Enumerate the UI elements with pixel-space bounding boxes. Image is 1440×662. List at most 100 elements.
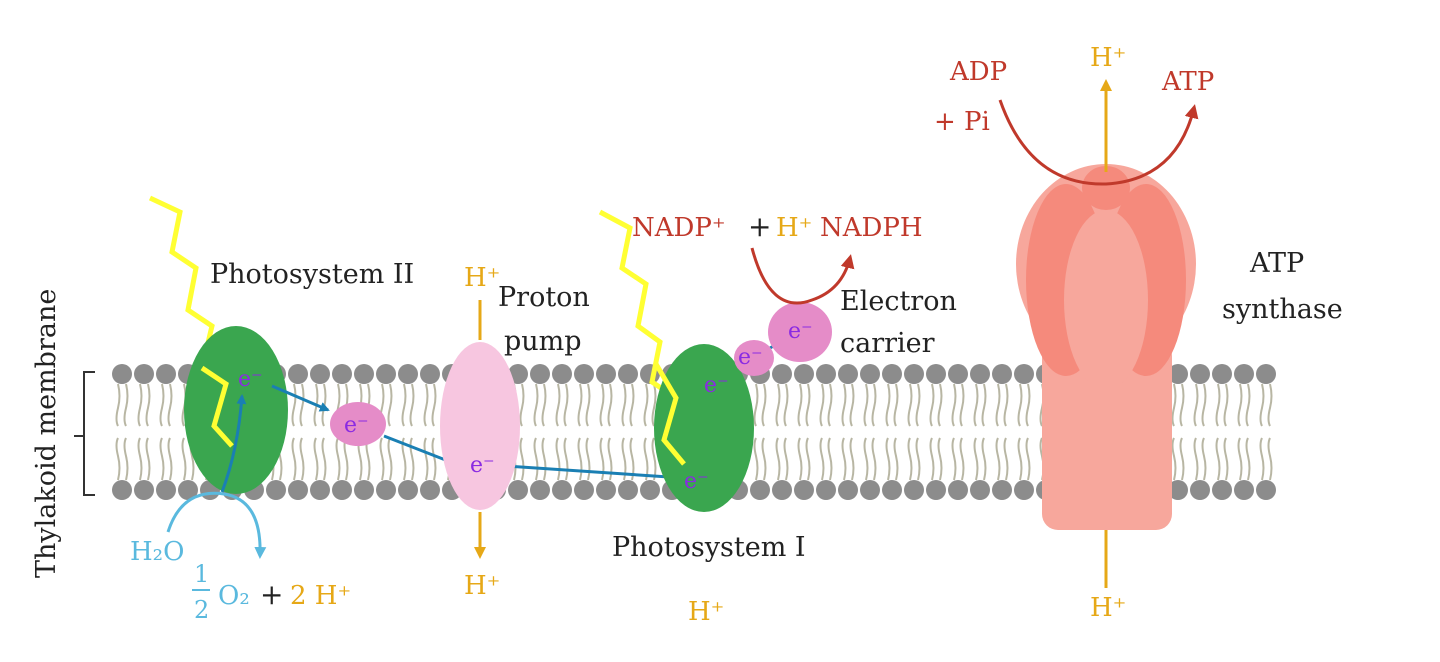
lipid-tail (145, 383, 151, 427)
lipid-tail (629, 437, 635, 481)
light-ray-1-inner (200, 365, 234, 448)
lipid-tail (299, 383, 305, 427)
lipid-tail (431, 383, 437, 427)
lipid-head (574, 480, 594, 500)
lipid-tail (137, 383, 143, 427)
lipid-tail (805, 383, 811, 427)
lipid-tail (863, 437, 869, 481)
lipid-head (794, 364, 814, 384)
lipid-tail (819, 437, 825, 481)
lipid-tail (849, 437, 855, 481)
pump-h-top: H⁺ (464, 263, 500, 293)
lipid-head (816, 364, 836, 384)
water-plus: + (260, 578, 283, 611)
lipid-tail (401, 383, 407, 427)
lipid-head (354, 364, 374, 384)
lipid-tail (937, 437, 943, 481)
synthase-lobe-center (1064, 210, 1148, 390)
lipid-tail (1237, 383, 1243, 427)
lipid-tail (1025, 383, 1031, 427)
lipid-tail (167, 437, 173, 481)
lipid-head (1256, 364, 1276, 384)
proton-pump-label-1: Proton (498, 282, 590, 313)
lipid-tail (379, 437, 385, 481)
lipid-head (552, 480, 572, 500)
lipid-tail (555, 437, 561, 481)
proton-pump-label-2: pump (504, 326, 582, 357)
lipid-tail (651, 437, 657, 481)
lipid-tail (145, 437, 151, 481)
lipid-head (1256, 480, 1276, 500)
lipid-tail (1003, 383, 1009, 427)
lipid-tail (321, 437, 327, 481)
lipid-tail (775, 383, 781, 427)
lipid-head (1014, 364, 1034, 384)
electron-carrier-1: e⁻ (344, 413, 369, 438)
lipid-tail (409, 437, 415, 481)
lipid-tail (1017, 383, 1023, 427)
lipid-tail (533, 383, 539, 427)
lipid-tail (863, 383, 869, 427)
lipid-tail (159, 437, 165, 481)
lipid-tail (775, 437, 781, 481)
lipid-tail (431, 437, 437, 481)
lipid-tail (181, 437, 187, 481)
electron-ps2: e⁻ (238, 367, 263, 392)
lipid-tail (643, 383, 649, 427)
lipid-tail (995, 437, 1001, 481)
lipid-tail (981, 383, 987, 427)
lipid-head (882, 480, 902, 500)
water-label: H₂O (130, 537, 184, 567)
lipid-tail (981, 437, 987, 481)
lipid-tail (1259, 437, 1265, 481)
lipid-head (882, 364, 902, 384)
lipid-head (398, 480, 418, 500)
lipid-tail (577, 383, 583, 427)
lipid-tail (1245, 383, 1251, 427)
lipid-tail (629, 383, 635, 427)
lipid-tail (1267, 383, 1273, 427)
lipid-tail (577, 437, 583, 481)
lipid-tail (1201, 383, 1207, 427)
lipid-tail (959, 437, 965, 481)
lipid-tail (1179, 383, 1185, 427)
lipid-tail (797, 383, 803, 427)
lipid-head (772, 480, 792, 500)
lipid-tail (885, 383, 891, 427)
lipid-tail (797, 437, 803, 481)
lipid-head (310, 364, 330, 384)
lipid-head (772, 364, 792, 384)
lipid-tail (1193, 383, 1199, 427)
pump-h-bottom: H⁺ (464, 571, 500, 601)
lipid-tail (1025, 437, 1031, 481)
lipid-tail (1171, 437, 1177, 481)
atp-synthase-label-2: synthase (1222, 294, 1343, 325)
lipid-head (1168, 480, 1188, 500)
electron-path-1 (271, 384, 330, 412)
lipid-tail (387, 383, 393, 427)
lipid-head (904, 480, 924, 500)
lipid-head (904, 364, 924, 384)
lipid-tail (995, 383, 1001, 427)
lipid-tail (343, 437, 349, 481)
lipid-tail (123, 437, 129, 481)
ferredoxin-small (734, 340, 774, 376)
lipid-tail (519, 383, 525, 427)
lipid-head (156, 364, 176, 384)
lipid-tail (291, 383, 297, 427)
lipid-tail (541, 383, 547, 427)
lipid-head (156, 480, 176, 500)
lipid-head (1014, 480, 1034, 500)
synthase-h-top: H⁺ (1090, 43, 1126, 73)
lipid-head (838, 364, 858, 384)
adp-label: ADP (949, 57, 1007, 87)
lipid-head (816, 480, 836, 500)
lipid-tail (387, 437, 393, 481)
lipid-tail (599, 383, 605, 427)
lipid-head (288, 364, 308, 384)
lipid-tail (1259, 383, 1265, 427)
lipid-head (398, 364, 418, 384)
lumen-h: H⁺ (688, 597, 724, 627)
electron-ps1-top: e⁻ (704, 373, 729, 398)
synthase-top (1082, 166, 1130, 210)
